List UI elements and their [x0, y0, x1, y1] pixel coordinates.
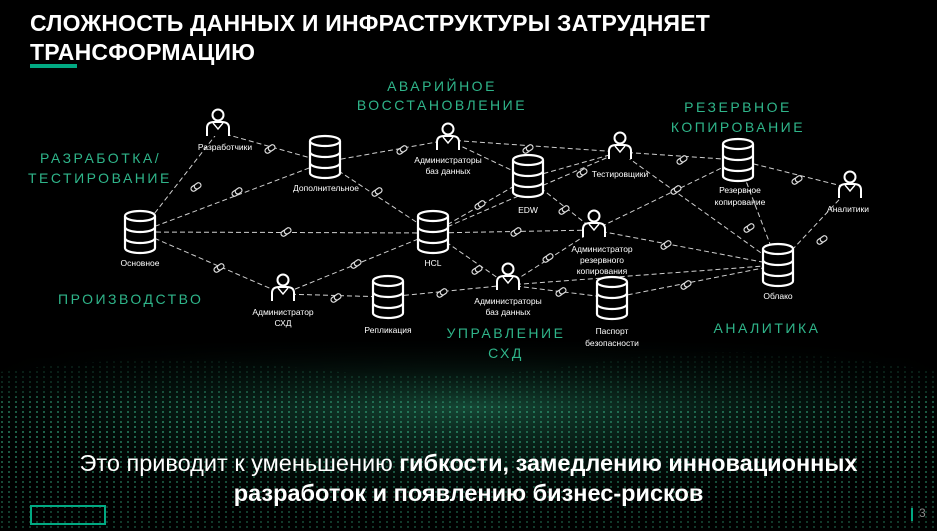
footer-line-1: Это приводит к уменьшению гибкости, заме…: [0, 448, 937, 478]
label-backup-admin-2: резервного: [580, 255, 624, 265]
footer-bold-text-2: разработок и появлению бизнес-рисков: [233, 480, 704, 506]
passport-database-icon: [595, 275, 629, 321]
category-dev-test-2: ТЕСТИРОВАНИЕ: [28, 170, 172, 186]
link-icon: [575, 167, 589, 179]
link-icon: [470, 264, 484, 276]
label-secondary: Дополнительное: [293, 183, 359, 193]
link-icon: [279, 226, 293, 238]
title-line-1: СЛОЖНОСТЬ ДАННЫХ И ИНФРАСТРУКТУРЫ ЗАТРУД…: [30, 10, 711, 36]
footer-bold-text-1: гибкости, замедлению инновационных: [399, 450, 858, 476]
link-icon: [230, 186, 244, 198]
testers-person-icon: [608, 131, 632, 160]
link-icon: [473, 199, 487, 211]
category-dr-1: АВАРИЙНОЕ: [387, 77, 497, 94]
link-icon: [509, 226, 523, 238]
label-replication: Репликация: [364, 325, 412, 335]
link-icon: [189, 181, 203, 193]
category-backup-2: КОПИРОВАНИЕ: [671, 119, 805, 135]
link-icon: [557, 204, 571, 216]
dba-bottom-person-icon: [496, 262, 520, 291]
category-dev-test-1: РАЗРАБОТКА/: [40, 150, 161, 166]
link-icon: [815, 234, 829, 246]
link-icon: [554, 286, 568, 298]
label-backup-1: Резервное: [719, 185, 761, 195]
label-backup-admin-1: Администратор: [571, 244, 633, 254]
link-icon: [659, 239, 673, 251]
hpe-logo: [30, 505, 106, 525]
label-backup-2: копирование: [715, 197, 766, 207]
label-dba-top-2: баз данных: [426, 166, 472, 176]
label-hcl: HCL: [424, 258, 441, 268]
backup-database-icon: [721, 137, 755, 183]
link-icon: [541, 252, 555, 264]
label-primary: Основное: [121, 258, 160, 268]
category-storage-2: СХД: [488, 345, 524, 361]
replication-database-icon: [371, 274, 405, 320]
edw-database-icon: [511, 153, 545, 199]
primary-database-icon: [123, 209, 157, 255]
label-testers: Тестировщики: [592, 169, 649, 179]
label-passport-2: безопасности: [585, 338, 639, 348]
label-backup-admin-3: копирования: [577, 266, 628, 276]
slide-title: СЛОЖНОСТЬ ДАННЫХ И ИНФРАСТРУКТУРЫ ЗАТРУД…: [30, 9, 710, 67]
link-icon: [395, 144, 409, 156]
category-backup-1: РЕЗЕРВНОЕ: [684, 99, 792, 115]
label-passport-1: Паспорт: [596, 326, 629, 336]
label-analysts: Аналитики: [827, 204, 869, 214]
label-edw: EDW: [518, 205, 538, 215]
nodes: [123, 108, 862, 321]
link-icon: [679, 279, 693, 291]
footer-normal-text: Это приводит к уменьшению: [79, 450, 400, 476]
label-dba-top-1: Администраторы: [414, 155, 481, 165]
link-icon: [329, 292, 343, 304]
category-analytics: АНАЛИТИКА: [714, 320, 821, 336]
category-storage-1: УПРАВЛЕНИЕ: [447, 325, 566, 341]
wave-background: [0, 340, 937, 531]
analysts-person-icon: [838, 170, 862, 199]
link-icon: [370, 186, 384, 198]
label-dba-bottom-2: баз данных: [486, 307, 532, 317]
dba-top-person-icon: [436, 122, 460, 151]
secondary-database-icon: [308, 134, 342, 180]
category-labels: РАЗРАБОТКА/ ТЕСТИРОВАНИЕ АВАРИЙНОЕ ВОССТ…: [28, 77, 821, 361]
page-number: 3: [919, 506, 926, 520]
title-underline: [30, 64, 77, 68]
category-production: ПРОИЗВОДСТВО: [58, 291, 203, 307]
developers-person-icon: [206, 108, 230, 137]
link-icon: [349, 258, 363, 270]
page-number-bar: [911, 508, 913, 521]
link-icon: [742, 222, 756, 234]
label-storage-admin-1: Администратор: [252, 307, 314, 317]
link-icon: [790, 174, 804, 186]
label-storage-admin-2: СХД: [274, 318, 291, 328]
link-icon: [435, 287, 449, 299]
title-line-2: ТРАНСФОРМАЦИЮ: [30, 39, 256, 65]
hcl-database-icon: [416, 209, 450, 255]
storage-admin-person-icon: [271, 273, 295, 302]
label-cloud: Облако: [763, 291, 793, 301]
node-labels: Разработчики Дополнительное Администрато…: [121, 142, 870, 348]
backup-admin-person-icon: [582, 209, 606, 238]
label-dba-bottom-1: Администраторы: [474, 296, 541, 306]
link-icon: [669, 184, 683, 196]
cloud-database-icon: [761, 242, 795, 288]
label-developers: Разработчики: [198, 142, 253, 152]
category-dr-2: ВОССТАНОВЛЕНИЕ: [357, 97, 527, 113]
footer-line-2: разработок и появлению бизнес-рисков: [0, 478, 937, 508]
